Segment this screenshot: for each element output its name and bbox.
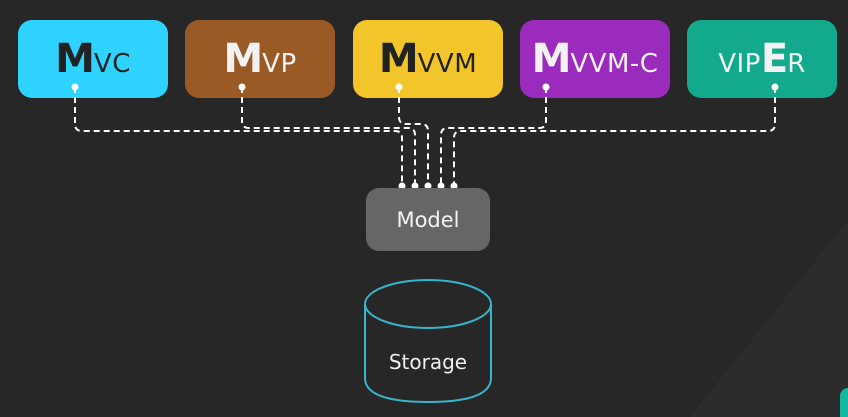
pattern-box-viper: VIPER [687, 20, 837, 98]
pattern-box-mvvm: MVVM [353, 20, 503, 98]
pattern-label-mvvm: MVVM [378, 36, 478, 82]
pattern-box-mvc: MVC [18, 20, 168, 98]
pattern-box-mvvm-c: MVVM-C [520, 20, 670, 98]
pattern-box-mvp: MVP [185, 20, 335, 98]
pattern-label-mvp: MVP [223, 36, 297, 82]
pattern-label-mvvm-c: MVVM-C [531, 36, 659, 82]
corner-accent-shape [840, 388, 848, 417]
pattern-label-viper: VIPER [718, 36, 806, 82]
pattern-label-mvc: MVC [55, 36, 131, 82]
model-label: Model [396, 207, 460, 232]
model-box: Model [366, 188, 490, 251]
storage-label: Storage [388, 350, 468, 374]
